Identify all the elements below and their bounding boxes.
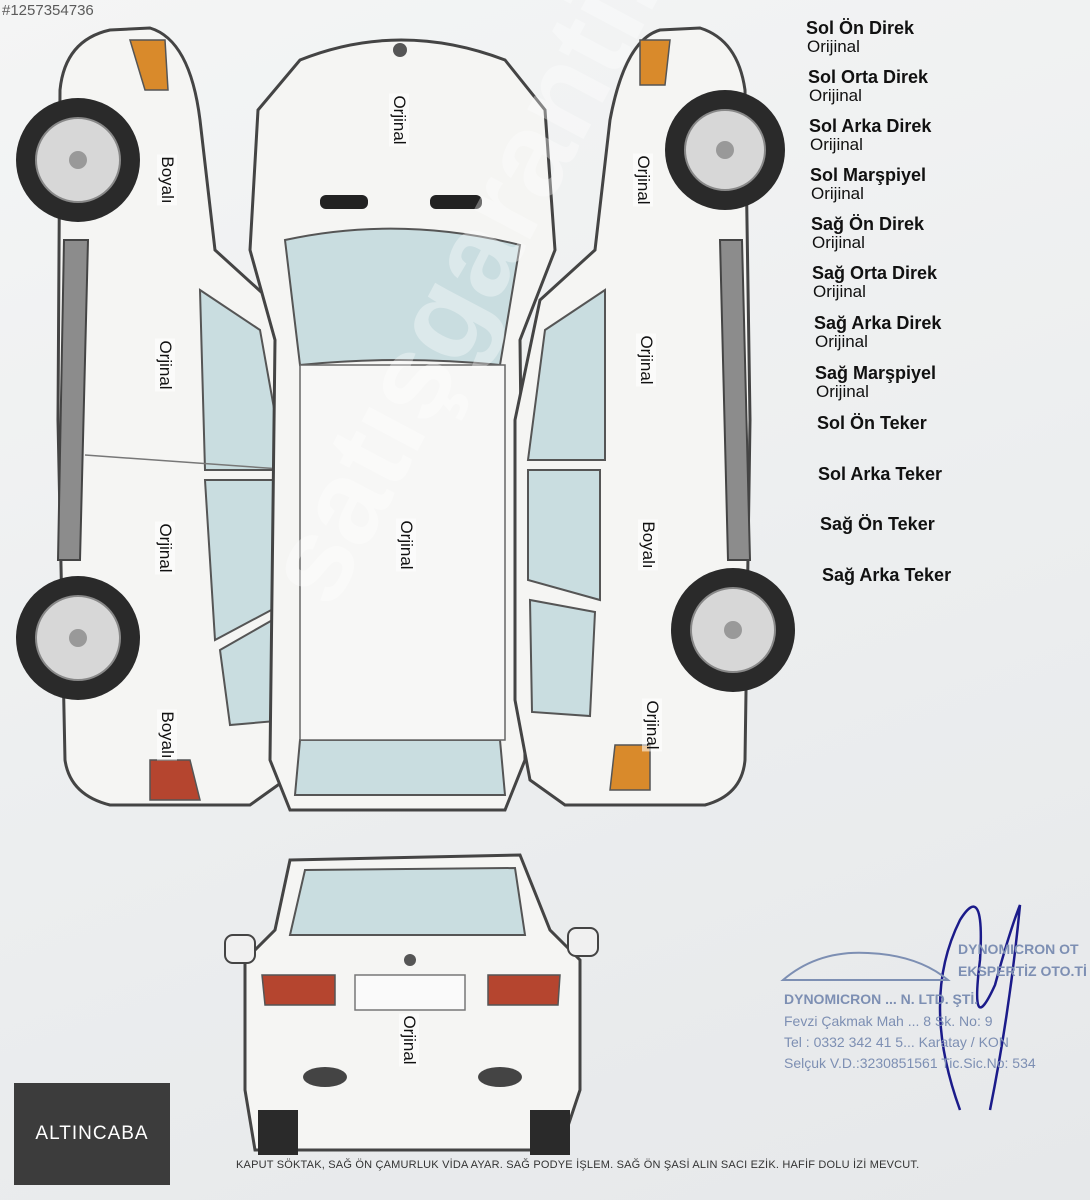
label-left-front-fender: Boyalı [157, 154, 177, 206]
label-left-rear-door: Orjinal [155, 521, 175, 575]
checklist-item: Sağ Ön Direk Orijinal [811, 214, 924, 252]
left-side-view [16, 26, 302, 807]
checklist-value: Orijinal [810, 135, 863, 154]
stamp-phone: Tel : 0332 342 41 5... Karatay / KON [784, 1034, 1009, 1050]
checklist-title: Sağ Arka Teker [822, 565, 952, 585]
left-sill-trim [56, 239, 90, 561]
checklist-item: Sağ Marşpiyel Orijinal [815, 363, 936, 401]
checklist-item: Sol Ön Teker [817, 413, 927, 433]
stamp-address: Fevzi Çakmak Mah ... 8 Sk. No: 9 [784, 1013, 993, 1029]
top-view [248, 38, 557, 812]
checklist-title: Sol Ön Teker [817, 413, 927, 433]
label-right-rear-door: Boyalı [638, 519, 658, 571]
rear-right-taillight [487, 974, 561, 1006]
rear-left-taillight [261, 974, 336, 1006]
signature [938, 904, 1022, 1111]
checklist-title: Sağ Ön Teker [820, 514, 935, 534]
checklist-item: Sol Ön Direk Orijinal [806, 18, 914, 56]
windshield [283, 227, 522, 367]
company-stamp: DYNOMICRON OT EKSPERTİZ OTO.Tİ DYNOMICRO… [778, 935, 1090, 1095]
label-hood: Orjinal [389, 93, 409, 147]
checklist-item: Sol Marşpiyel Orijinal [810, 165, 926, 203]
left-front-hub [69, 151, 87, 169]
checklist-value: Orijinal [812, 233, 865, 252]
checklist-title: Sol Ön Direk [806, 18, 915, 38]
right-exhaust [478, 1067, 522, 1087]
right-sill-trim [718, 239, 752, 561]
right-front-hub [716, 141, 734, 159]
checklist-item: Sağ Arka Teker [822, 565, 951, 585]
right-rear-hub [724, 621, 742, 639]
hood-vent-left [320, 195, 368, 209]
checklist-value: Orijinal [807, 37, 860, 56]
checklist-value: Orijinal [815, 332, 868, 351]
checklist-title: Sol Arka Direk [809, 116, 932, 136]
right-front-light [639, 39, 671, 86]
checklist-title: Sağ Arka Direk [814, 313, 942, 333]
rear-window-top [293, 739, 507, 796]
label-right-rear-fender: Orjinal [642, 698, 662, 752]
right-rear-window [527, 469, 601, 602]
label-right-front-door: Orjinal [636, 333, 656, 387]
checklist-title: Sol Orta Direk [808, 67, 929, 87]
label-roof: Orjinal [396, 518, 416, 572]
checklist-value: Orijinal [813, 282, 866, 301]
brand-logo: ALTINCABA [35, 1123, 149, 1144]
rear-right-tire [530, 1110, 570, 1155]
checklist-value: Orijinal [809, 86, 862, 105]
brand-logo-box: ALTINCABA [14, 1083, 170, 1185]
rear-view [224, 853, 599, 1155]
right-front-window [526, 288, 606, 461]
brand-emblem-top [393, 43, 407, 57]
checklist-value: Orijinal [816, 382, 869, 401]
right-quarter-window [528, 598, 597, 718]
stamp-company-title: DYNOMICRON ... N. LTD. ŞTİ. [784, 991, 979, 1007]
checklist-item: Sağ Orta Direk Orijinal [812, 263, 937, 301]
photo-id: #1257354736 [2, 2, 94, 19]
brand-emblem-rear [404, 954, 416, 966]
rear-right-mirror [567, 927, 599, 957]
left-front-light [128, 39, 169, 91]
checklist-title: Sağ Orta Direk [812, 263, 938, 283]
checklist-title: Sağ Marşpiyel [815, 363, 937, 383]
stamp-tax-info: Selçuk V.D.:3230851561 Tic.Sic.No: 534 [784, 1055, 1036, 1071]
license-plate-area [354, 974, 466, 1011]
right-rear-light [609, 744, 651, 791]
stamp-company-name: DYNOMICRON OT [958, 941, 1079, 957]
checklist-value: Orijinal [811, 184, 864, 203]
checklist-title: Sol Marşpiyel [810, 165, 927, 185]
left-exhaust [303, 1067, 347, 1087]
checklist-item: Sol Arka Teker [818, 464, 942, 484]
hood-vent-right [430, 195, 482, 209]
checklist-title: Sağ Ön Direk [811, 214, 925, 234]
checklist-item: Sol Arka Direk Orijinal [809, 116, 931, 154]
left-rear-hub [69, 629, 87, 647]
label-left-rear-fender: Boyalı [157, 709, 177, 761]
stamp-company-type: EKSPERTİZ OTO.Tİ [958, 963, 1087, 979]
checklist-item: Sağ Arka Direk Orijinal [814, 313, 941, 351]
rear-left-tire [258, 1110, 298, 1155]
label-right-front-fender: Orjinal [633, 153, 653, 207]
left-door-line [84, 454, 296, 471]
inspection-note: KAPUT SÖKTAK, SAĞ ÖN ÇAMURLUK VİDA AYAR.… [236, 1159, 920, 1171]
checklist-item: Sağ Ön Teker [820, 514, 935, 534]
label-tailgate: Orjinal [399, 1013, 419, 1067]
right-side-view [513, 26, 795, 807]
stamp-car-logo-icon [780, 951, 951, 981]
label-left-front-door: Orjinal [155, 338, 175, 392]
checklist-item: Sol Orta Direk Orijinal [808, 67, 928, 105]
rear-windshield [288, 866, 527, 936]
checklist-title: Sol Arka Teker [818, 464, 943, 484]
rear-left-mirror [224, 934, 256, 964]
